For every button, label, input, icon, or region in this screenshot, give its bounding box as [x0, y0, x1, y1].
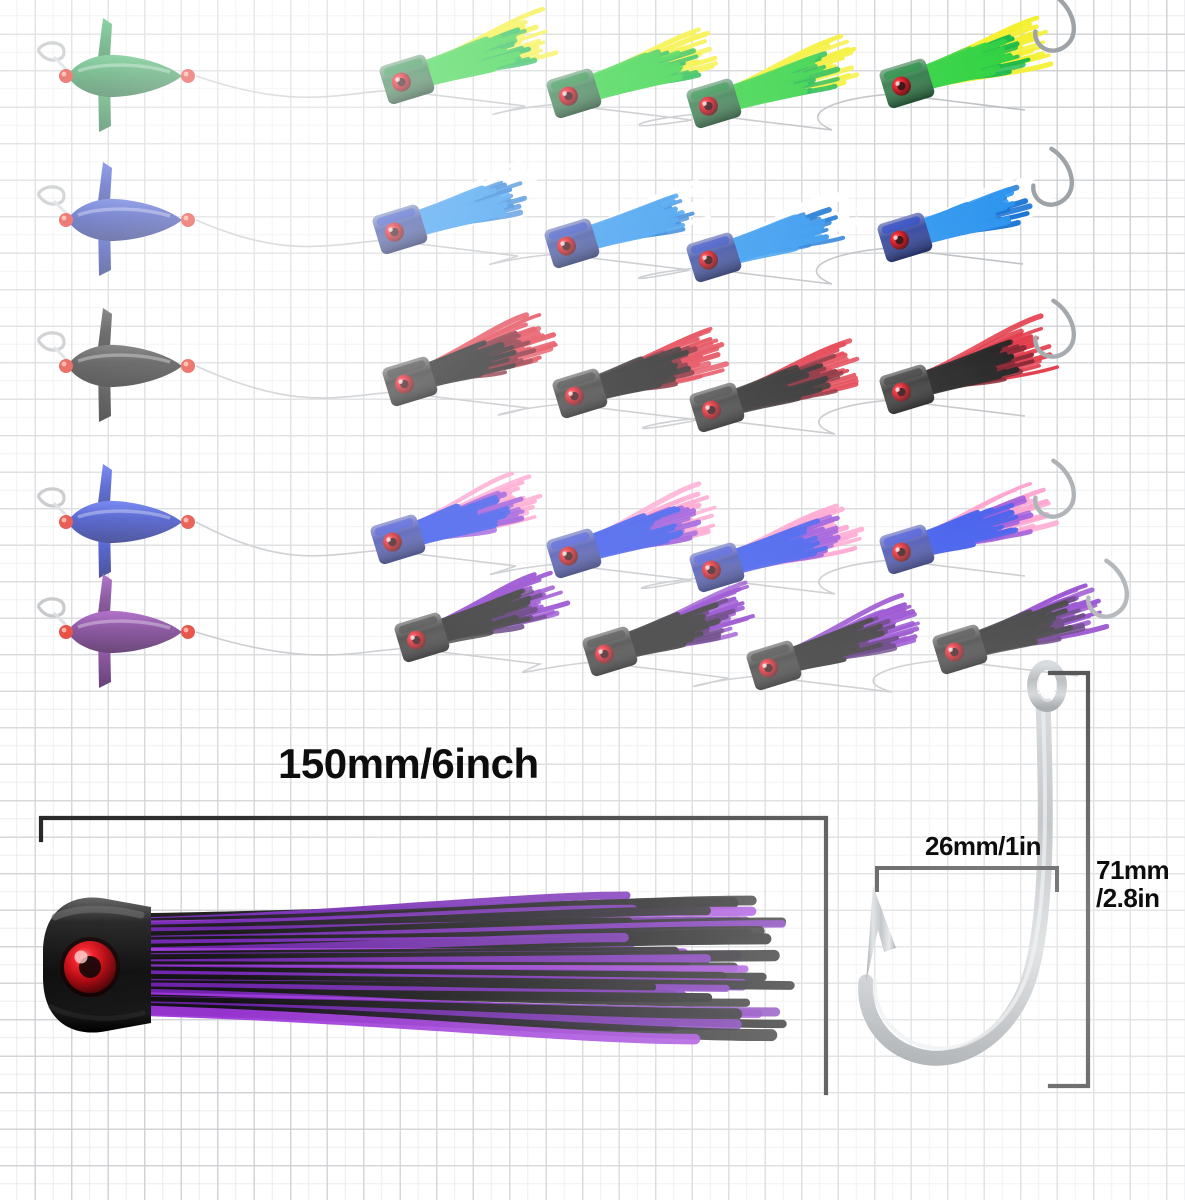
- bead-front: [59, 359, 73, 373]
- skirted-lure: [379, 6, 559, 105]
- bead-front: [59, 625, 73, 639]
- bracket-26mm: [875, 866, 1059, 892]
- hook-eye-hole: [1039, 673, 1055, 699]
- bird-teaser: [36, 574, 195, 688]
- wire-loop-icon: [36, 331, 66, 352]
- skirted-lure: [370, 471, 543, 565]
- skirted-lure: [686, 191, 862, 283]
- bead-rear: [181, 69, 195, 83]
- teaser-body: [68, 54, 182, 98]
- hook-gap-label-26mm: 26mm/1in: [925, 831, 1041, 861]
- row-blue-pink-row: [36, 458, 1077, 593]
- row-blue-white-row: [36, 146, 1075, 283]
- hero-hook: [858, 660, 1067, 1066]
- hero-lure: [43, 891, 795, 1045]
- skirted-lure: [879, 458, 1077, 575]
- skirted-lure: [689, 503, 865, 593]
- skirted-lure: [582, 580, 755, 677]
- row-black-purple-row: [36, 558, 1130, 691]
- bead-front-highlight: [61, 71, 67, 77]
- bead-rear-highlight: [183, 517, 189, 523]
- bead-rear-highlight: [183, 627, 189, 633]
- bead-rear-highlight: [183, 71, 189, 77]
- trailing-hook: [1033, 458, 1077, 519]
- bead-rear: [181, 213, 195, 227]
- skirted-lure: [394, 570, 571, 663]
- bead-front: [59, 213, 73, 227]
- hook-height-label-line1: 71mm: [1096, 855, 1170, 885]
- bead-front: [59, 515, 73, 529]
- row-black-red-row: [36, 298, 1077, 433]
- bead-rear: [181, 515, 195, 529]
- length-label-150mm: 150mm/6inch: [278, 740, 539, 787]
- skirted-lure: [372, 159, 544, 255]
- teaser-body: [68, 198, 182, 242]
- bead-rear-highlight: [183, 215, 189, 221]
- wire-loop-icon: [36, 185, 66, 206]
- hook-height-label-line2: /2.8in: [1096, 882, 1160, 913]
- bead-rear: [181, 359, 195, 373]
- bird-teaser: [36, 308, 195, 422]
- skirted-lure: [932, 558, 1130, 675]
- skirted-lure: [746, 592, 920, 691]
- skirted-lure: [877, 146, 1075, 263]
- hook-height-label-71mm: 71mm/2.8in: [1096, 855, 1170, 913]
- bead-front-highlight: [61, 215, 67, 221]
- skirted-lure: [382, 312, 558, 407]
- skirted-lure: [879, 0, 1077, 109]
- teaser-body: [68, 344, 182, 388]
- bead-front: [59, 69, 73, 83]
- hook-shank-bend: [858, 692, 1053, 1066]
- wire-loop-icon: [36, 41, 66, 62]
- bird-teaser: [36, 464, 195, 578]
- bead-front-highlight: [61, 361, 67, 367]
- teaser-body: [68, 610, 182, 654]
- hero-eye-glint: [74, 950, 88, 964]
- bird-teaser: [36, 18, 195, 132]
- bead-rear-highlight: [183, 361, 189, 367]
- wire-loop-icon: [36, 487, 66, 508]
- teaser-body: [68, 500, 182, 544]
- hook-bend: [1033, 458, 1077, 519]
- row-green-chartreuse-row: [36, 0, 1077, 132]
- bead-front-highlight: [61, 627, 67, 633]
- bird-teaser: [36, 162, 195, 276]
- bead-rear: [181, 625, 195, 639]
- skirted-lure: [879, 298, 1077, 415]
- hook-highlight: [872, 704, 1048, 1051]
- bead-front-highlight: [61, 517, 67, 523]
- hook-point-barb: [866, 886, 896, 982]
- wire-loop-icon: [36, 597, 66, 618]
